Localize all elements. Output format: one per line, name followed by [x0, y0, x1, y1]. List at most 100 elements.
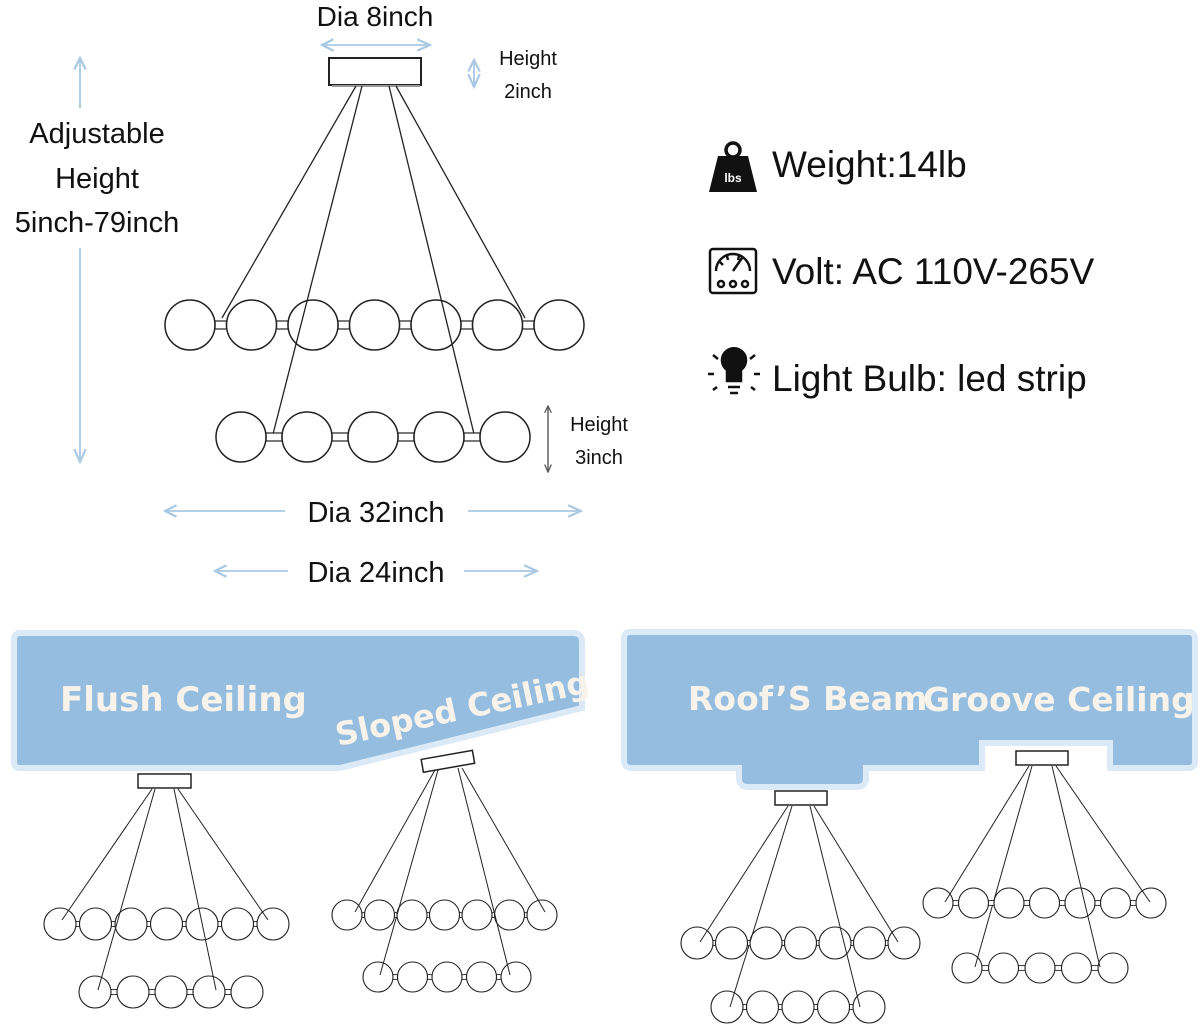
- globe: [479, 411, 531, 463]
- canopy-height-label-2: 2inch: [504, 81, 552, 103]
- sloped-upper-ring: [331, 899, 558, 931]
- globe: [225, 299, 278, 351]
- globe-connector: [460, 320, 474, 330]
- canopy: [328, 57, 422, 86]
- suspension-wires: [221, 85, 526, 439]
- globe: [1028, 887, 1061, 919]
- globe: [396, 961, 429, 993]
- beam-mount-chandelier: [680, 790, 921, 1024]
- globe: [783, 926, 818, 960]
- globe-connector: [981, 965, 989, 971]
- globe: [348, 299, 401, 351]
- globe-connector: [461, 974, 467, 980]
- bulb-icon: [708, 347, 760, 395]
- spec-volt: Volt: AC 110V-265V: [708, 247, 1095, 295]
- globe-connector: [1023, 900, 1030, 906]
- globe: [347, 411, 399, 463]
- sloped-mount-chandelier: [331, 749, 558, 993]
- globe-connector: [1091, 965, 1099, 971]
- groove-lower-ring: [951, 952, 1129, 984]
- globe: [428, 899, 461, 931]
- globe: [220, 907, 255, 941]
- beam-upper-ring: [680, 926, 921, 960]
- flush-mount-chandelier: [43, 773, 290, 1009]
- globe: [78, 907, 113, 941]
- lower-ring: [215, 411, 531, 463]
- canopy-height-dimension: Height 2inch: [474, 48, 557, 103]
- adjustable-height-label-3: 5inch-79inch: [15, 207, 179, 239]
- weight-icon-text: lbs: [724, 171, 742, 185]
- canopy-diameter-label: Dia 8inch: [317, 1, 434, 32]
- globe: [465, 961, 498, 993]
- globe-connector: [398, 320, 412, 330]
- adjustable-height-label-2: Height: [55, 163, 139, 195]
- globe: [749, 926, 783, 960]
- globe-connector: [521, 320, 535, 330]
- flush-upper-ring: [43, 907, 290, 941]
- flush-ceiling-label: Flush Ceiling: [60, 680, 307, 720]
- globe: [710, 990, 744, 1024]
- globe-connector: [337, 320, 351, 330]
- globe: [1135, 887, 1167, 919]
- globe: [43, 907, 77, 941]
- roofs-beam-label: Roof’S Beam: [688, 679, 927, 718]
- globe: [362, 961, 394, 993]
- globe-connector: [1059, 900, 1066, 906]
- globe-connector: [214, 320, 228, 330]
- groove-ceiling-label: Groove Ceiling: [923, 680, 1195, 719]
- globe: [745, 990, 780, 1024]
- globe: [781, 990, 815, 1024]
- globe: [78, 975, 112, 1009]
- globe: [818, 926, 852, 960]
- globe: [230, 975, 264, 1009]
- globe-connector: [110, 989, 118, 996]
- groove-upper-ring: [922, 887, 1167, 919]
- ceiling-panel-beam-groove: Roof’S Beam Groove Ceiling: [621, 629, 1198, 790]
- globe-connector: [427, 974, 433, 980]
- globe-connector: [1054, 965, 1062, 971]
- spec-weight-label: Weight:14lb: [772, 144, 967, 185]
- groove-mount-chandelier: [922, 750, 1167, 984]
- ring-height-label-1: Height: [570, 414, 628, 436]
- globe: [1060, 952, 1093, 984]
- globe: [431, 961, 463, 993]
- globe: [116, 975, 150, 1009]
- globe: [1099, 887, 1132, 919]
- inner-diameter-label: Dia 24inch: [307, 557, 444, 589]
- canopy-diameter-dimension: Dia 8inch: [317, 1, 434, 45]
- adjustable-height-dimension: Adjustable Height 5inch-79inch: [15, 58, 179, 462]
- globe: [493, 899, 526, 931]
- inner-diameter-dimension: Dia 24inch: [215, 557, 537, 589]
- globe-connector: [988, 900, 995, 906]
- outer-diameter-dimension: Dia 32inch: [165, 497, 581, 529]
- globe: [1064, 887, 1096, 919]
- globe: [413, 411, 465, 463]
- ring-height-label-2: 3inch: [575, 447, 623, 469]
- globe-connector: [265, 432, 283, 442]
- globe-connector: [1018, 965, 1026, 971]
- globe-connector: [952, 900, 959, 906]
- globe: [331, 899, 363, 931]
- globe: [1024, 952, 1056, 984]
- canopy-height-label-1: Height: [499, 48, 557, 70]
- globe: [396, 899, 428, 931]
- spec-bulb: Light Bulb: led strip: [708, 347, 1087, 399]
- globe-connector: [275, 320, 289, 330]
- globe: [287, 299, 339, 351]
- adjustable-height-label-1: Adjustable: [29, 118, 164, 150]
- globe-connector: [148, 989, 156, 996]
- spec-bulb-label: Light Bulb: led strip: [772, 358, 1087, 399]
- globe: [164, 299, 216, 351]
- globe: [957, 887, 990, 919]
- outer-diameter-label: Dia 32inch: [307, 497, 444, 529]
- globe: [951, 952, 983, 984]
- globe: [192, 975, 226, 1009]
- sloped-lower-ring: [362, 961, 532, 993]
- globe: [363, 899, 396, 931]
- flush-lower-ring: [78, 975, 264, 1009]
- globe-connector: [331, 432, 349, 442]
- globe-connector: [1094, 900, 1101, 906]
- globe: [185, 907, 219, 941]
- globe: [1097, 952, 1129, 984]
